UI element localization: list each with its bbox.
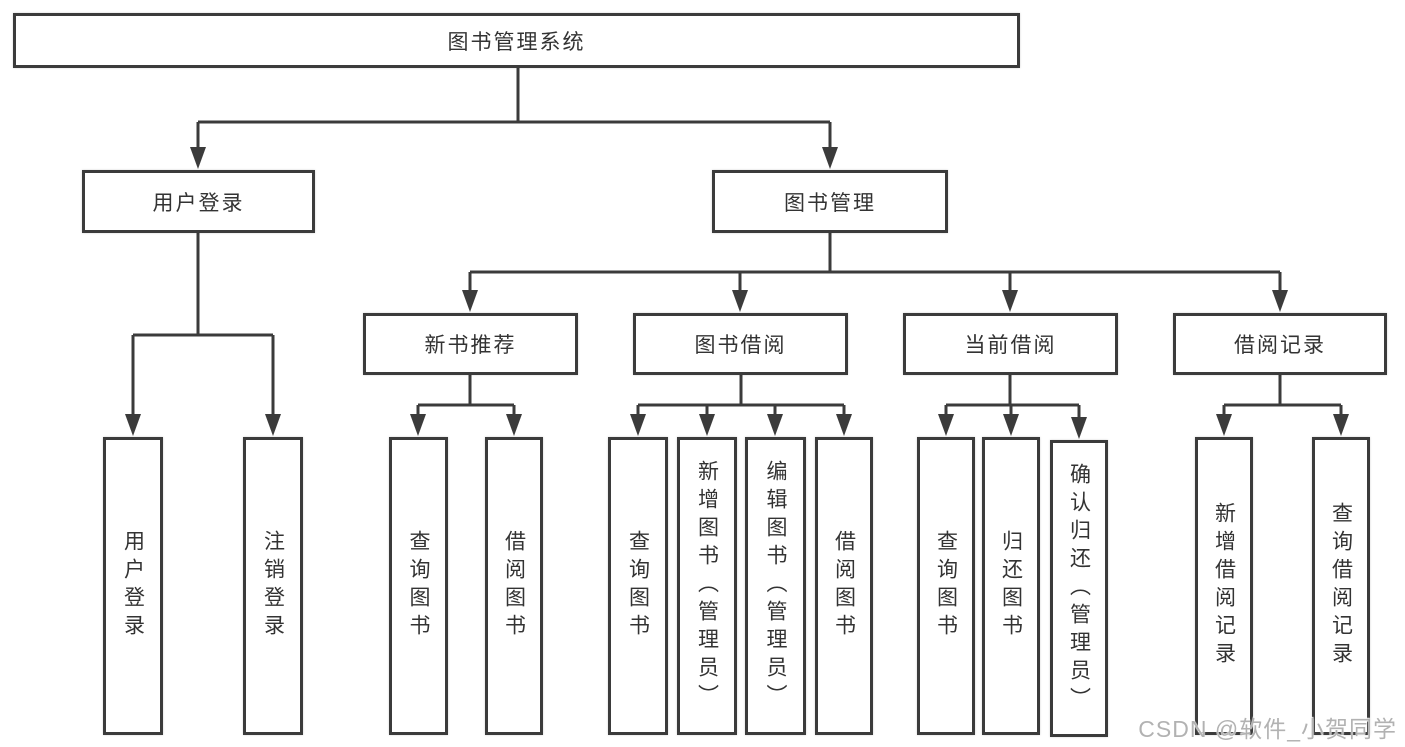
node-book-borrowing: 图书借阅 xyxy=(633,313,848,375)
leaf-query-books-borrowing: 查询图书 xyxy=(608,437,668,735)
leaf-borrow-books-recommend: 借阅图书 xyxy=(485,437,543,735)
node-user-login: 用户登录 xyxy=(82,170,315,233)
leaf-query-books-current: 查询图书 xyxy=(917,437,975,735)
leaf-edit-books-admin: 编辑图书（管理员） xyxy=(745,437,806,735)
node-root-system: 图书管理系统 xyxy=(13,13,1020,68)
csdn-watermark: CSDN @软件_小贺同学 xyxy=(1138,716,1397,742)
leaf-add-borrow-record: 新增借阅记录 xyxy=(1195,437,1253,735)
leaf-user-login: 用户登录 xyxy=(103,437,163,735)
node-book-management: 图书管理 xyxy=(712,170,948,233)
leaf-return-books: 归还图书 xyxy=(982,437,1040,735)
leaf-add-books-admin: 新增图书（管理员） xyxy=(677,437,737,735)
leaf-confirm-return-admin: 确认归还（管理员） xyxy=(1050,440,1108,737)
node-new-book-recommend: 新书推荐 xyxy=(363,313,578,375)
leaf-query-borrow-record: 查询借阅记录 xyxy=(1312,437,1370,735)
arrowheads xyxy=(125,147,1349,439)
leaf-borrow-books: 借阅图书 xyxy=(815,437,873,735)
leaf-logout: 注销登录 xyxy=(243,437,303,735)
node-borrowing-records: 借阅记录 xyxy=(1173,313,1387,375)
leaf-query-books-recommend: 查询图书 xyxy=(389,437,448,735)
node-current-borrowing: 当前借阅 xyxy=(903,313,1118,375)
tree-edges xyxy=(131,68,1343,420)
